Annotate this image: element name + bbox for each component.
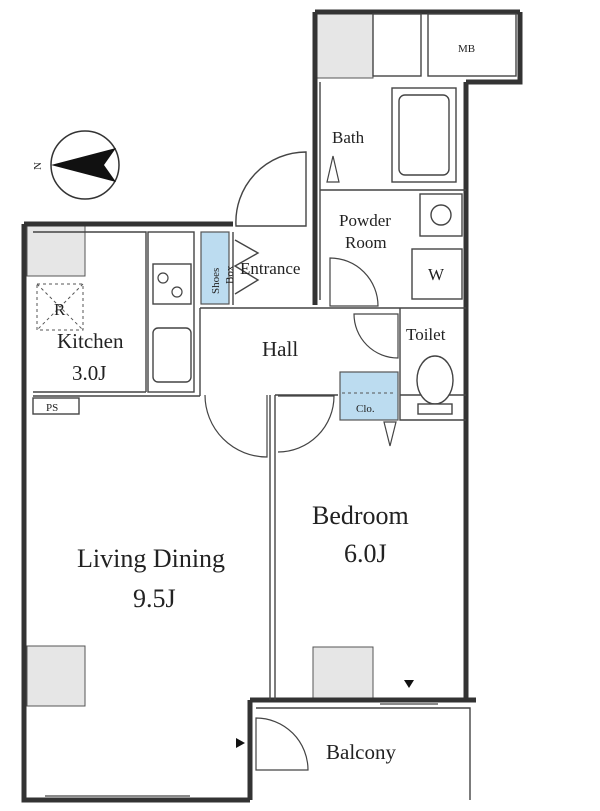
column-kitchen [26, 225, 86, 277]
bath-door-icon [326, 155, 340, 183]
column-top-left [314, 13, 374, 79]
shoes-box-label-line1: Shoes [210, 268, 222, 294]
refrigerator-space [36, 283, 84, 331]
walls [21, 9, 523, 803]
pipe-space-label: PS [46, 402, 58, 414]
balcony-door-icon [255, 717, 309, 771]
toilet-tank-icon [417, 403, 453, 415]
shoes-box [200, 231, 230, 305]
closet [339, 371, 399, 421]
closet-label: Clo. [356, 403, 375, 415]
toilet-door-icon [353, 313, 399, 359]
sink-icon [430, 204, 452, 226]
bathtub-inner [398, 94, 450, 176]
bedroom-size: 6.0J [344, 539, 387, 568]
window-marker-icon [404, 680, 414, 688]
kitchen-label: Kitchen [57, 329, 124, 353]
mb-box [427, 13, 517, 77]
north-label: N [32, 162, 44, 170]
mb-label: MB [458, 43, 475, 55]
powder-door-icon [329, 257, 379, 307]
living-dining-label: Living Dining [77, 544, 225, 573]
powder-room-label-line1: Powder [339, 211, 391, 230]
bedroom-label: Bedroom [312, 501, 409, 530]
kitchen-sink-icon [152, 327, 192, 383]
refrigerator-label: R [54, 300, 66, 319]
stove-icon [152, 263, 192, 305]
closet-door-icon [383, 421, 397, 447]
column-living [26, 645, 86, 707]
column-bedroom [312, 646, 374, 700]
bath-label: Bath [332, 128, 365, 147]
entrance-door-icon [235, 151, 307, 227]
living-door-icon [204, 394, 268, 458]
washer-label: W [428, 265, 445, 284]
pipe-space [32, 397, 80, 415]
storage-box [372, 13, 422, 77]
entrance-label: Entrance [240, 259, 300, 278]
powder-room-label-line2: Room [345, 233, 387, 252]
balcony-door-marker-icon [236, 738, 245, 748]
bedroom-door-icon [277, 395, 335, 453]
compass: N [32, 130, 120, 200]
hall-label: Hall [262, 337, 298, 361]
toilet-bowl-icon [416, 355, 454, 405]
entrance-step-icon [233, 239, 260, 295]
balcony-label: Balcony [326, 740, 396, 764]
kitchen-size: 3.0J [72, 361, 106, 385]
living-dining-size: 9.5J [133, 584, 176, 613]
shoes-box-label-line2: Box [224, 265, 236, 284]
north-arrow-icon [51, 148, 116, 182]
washer-area [411, 248, 463, 300]
toilet-label: Toilet [406, 325, 446, 344]
